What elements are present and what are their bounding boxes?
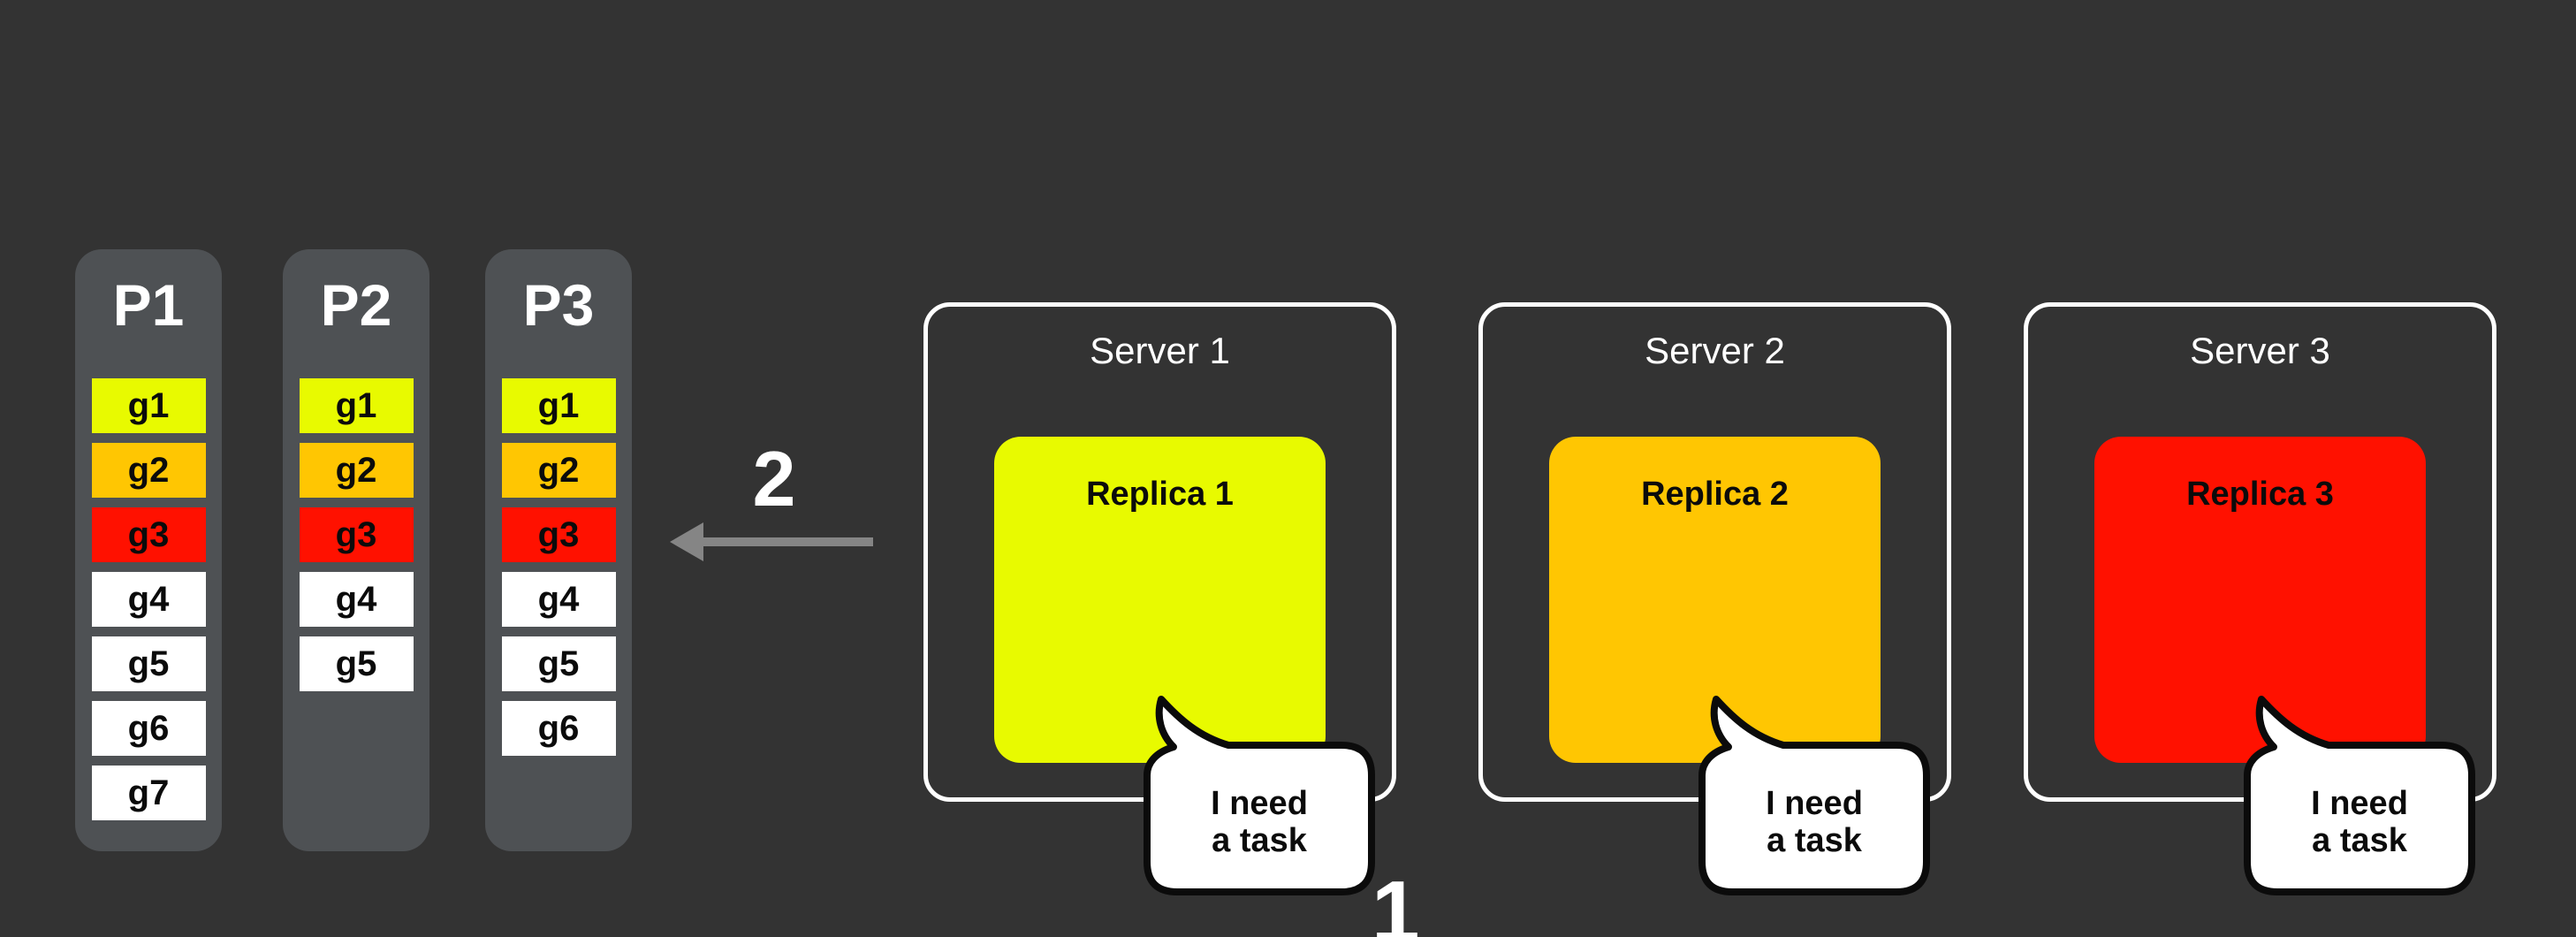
task-cell: g4 <box>91 572 206 627</box>
task-cell: g1 <box>91 378 206 433</box>
speech-line-2: a task <box>1212 822 1308 859</box>
replica-box-3: Replica 3 <box>2094 437 2426 763</box>
task-cell: g6 <box>501 701 616 756</box>
task-cell: g1 <box>299 378 414 433</box>
speech-line-1: I need <box>2311 785 2408 822</box>
task-cell: g5 <box>91 636 206 691</box>
server-box-3: Server 3 Replica 3 <box>2024 302 2496 802</box>
server-title: Server 1 <box>1090 330 1230 371</box>
task-cell: g1 <box>501 378 616 433</box>
task-cell: g3 <box>299 507 414 562</box>
partition-panel-p2: P2 g1 g2 g3 g4 g5 <box>283 249 429 851</box>
task-list: g1 g2 g3 g4 g5 <box>283 378 429 691</box>
speech-bubble-2: I need a task <box>1698 696 1930 895</box>
task-list: g1 g2 g3 g4 g5 g6 g7 <box>75 378 222 820</box>
task-cell: g5 <box>501 636 616 691</box>
speech-bubble-outline <box>2244 696 2475 895</box>
partition-panel-p3: P3 g1 g2 g3 g4 g5 g6 <box>485 249 632 851</box>
speech-bubble-outline <box>1698 696 1930 895</box>
task-cell: g2 <box>501 443 616 498</box>
server-title: Server 2 <box>1645 330 1785 371</box>
partition-title: P1 <box>112 272 185 338</box>
step-1-label: 1 <box>1372 863 1420 937</box>
task-cell: g6 <box>91 701 206 756</box>
speech-line-2: a task <box>1767 822 1863 859</box>
arrow-left-icon <box>670 522 873 561</box>
task-cell: g3 <box>91 507 206 562</box>
replica-title: Replica 1 <box>1086 476 1234 513</box>
server-title: Server 3 <box>2190 330 2330 371</box>
replica-box-1: Replica 1 <box>994 437 1326 763</box>
speech-bubble-3: I need a task <box>2244 696 2475 895</box>
partition-title: P2 <box>320 272 392 338</box>
task-cell: g4 <box>299 572 414 627</box>
task-cell: g3 <box>501 507 616 562</box>
task-cell: g7 <box>91 766 206 820</box>
partition-title: P3 <box>522 272 595 338</box>
speech-bubble-outline <box>1144 696 1375 895</box>
speech-line-1: I need <box>1766 785 1863 822</box>
replica-title: Replica 3 <box>2186 476 2334 513</box>
task-cell: g2 <box>299 443 414 498</box>
task-cell: g2 <box>91 443 206 498</box>
task-list: g1 g2 g3 g4 g5 g6 <box>485 378 632 756</box>
server-box-1: Server 1 Replica 1 <box>923 302 1396 802</box>
speech-bubble-1: I need a task <box>1144 696 1375 895</box>
task-cell: g5 <box>299 636 414 691</box>
partition-panel-p1: P1 g1 g2 g3 g4 g5 g6 g7 <box>75 249 222 851</box>
replica-title: Replica 2 <box>1641 476 1789 513</box>
task-cell: g4 <box>501 572 616 627</box>
speech-line-2: a task <box>2312 822 2408 859</box>
speech-line-1: I need <box>1211 785 1308 822</box>
step-2-label: 2 <box>752 435 796 522</box>
